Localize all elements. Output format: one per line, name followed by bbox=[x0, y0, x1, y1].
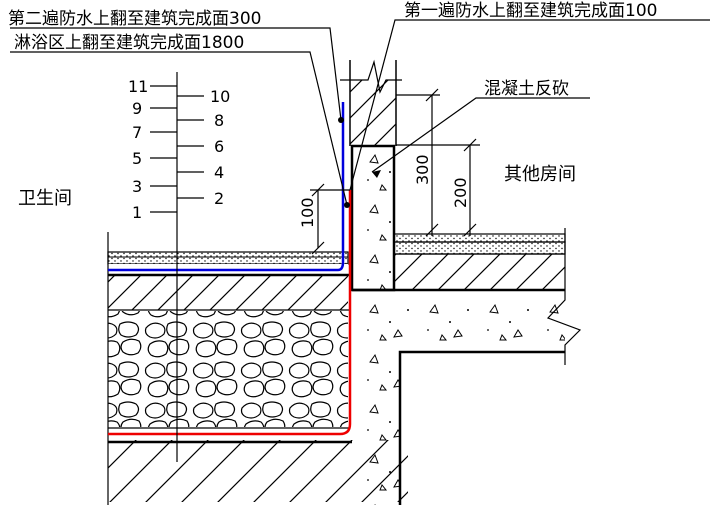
label-concrete-curb: 混凝土反砍 bbox=[484, 79, 569, 99]
label-first-coat: 第一遍防水上翻至建筑完成面100 bbox=[404, 1, 657, 21]
layer-number-10: 10 bbox=[210, 87, 230, 106]
annotations: 第二遍防水上翻至建筑完成面300 淋浴区上翻至建筑完成面1800 第一遍防水上翻… bbox=[8, 1, 657, 228]
stone-fill-layer bbox=[108, 311, 348, 427]
leader-lines bbox=[10, 19, 710, 206]
layer-number-3: 3 bbox=[132, 177, 142, 196]
dimensions bbox=[310, 88, 480, 255]
layer-number-5: 5 bbox=[132, 149, 142, 168]
label-shower-area: 淋浴区上翻至建筑完成面1800 bbox=[14, 33, 244, 53]
structural-slab bbox=[352, 288, 565, 505]
layer-number-9: 9 bbox=[132, 99, 142, 118]
layer-number-4: 4 bbox=[214, 163, 224, 182]
label-bathroom: 卫生间 bbox=[18, 188, 72, 209]
second-coat-line bbox=[108, 102, 345, 272]
label-other-room: 其他房间 bbox=[504, 164, 576, 185]
concrete-curb bbox=[350, 144, 396, 292]
layer-number-2: 2 bbox=[214, 189, 224, 208]
dimension-300: 300 bbox=[413, 154, 432, 185]
dimension-200: 200 bbox=[451, 177, 470, 208]
other-room-floor bbox=[393, 228, 582, 365]
wall bbox=[340, 59, 402, 146]
dimension-100: 100 bbox=[298, 197, 317, 228]
bathroom-floor-buildup bbox=[107, 232, 408, 505]
layer-number-1: 1 bbox=[132, 203, 142, 222]
layer-number-6: 6 bbox=[214, 137, 224, 156]
layer-number-8: 8 bbox=[214, 111, 224, 130]
layer-number-7: 7 bbox=[132, 123, 142, 142]
hatched-layer bbox=[108, 276, 348, 310]
layer-number-11: 11 bbox=[128, 77, 148, 96]
label-second-coat: 第二遍防水上翻至建筑完成面300 bbox=[8, 9, 261, 29]
layer-index bbox=[150, 72, 204, 462]
first-coat-line bbox=[108, 190, 352, 436]
